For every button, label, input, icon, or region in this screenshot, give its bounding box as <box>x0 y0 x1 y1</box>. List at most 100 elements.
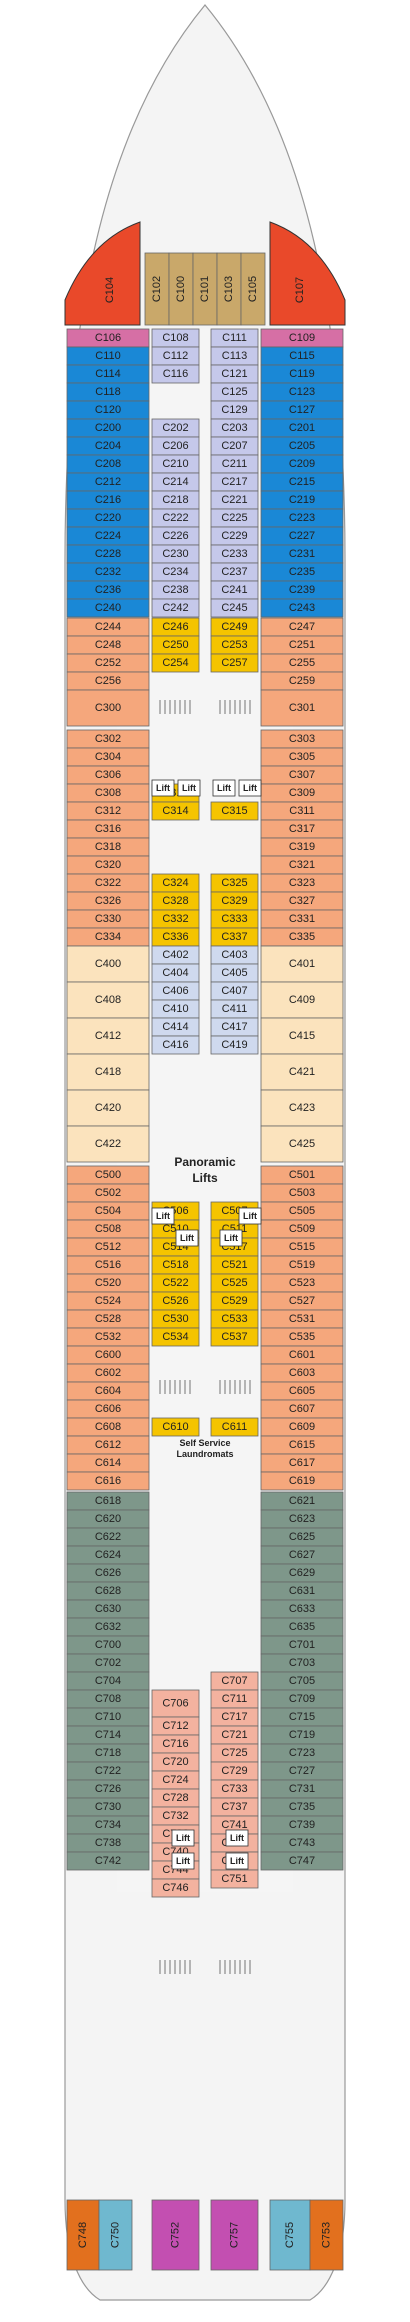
cabin[interactable]: C119 <box>260 364 344 384</box>
cabin[interactable]: C418 <box>66 1053 150 1091</box>
cabin[interactable]: C535 <box>260 1327 344 1347</box>
cabin[interactable]: C500 <box>66 1165 150 1185</box>
cabin[interactable]: C625 <box>260 1527 344 1547</box>
cabin[interactable]: C414 <box>151 1017 200 1037</box>
cabin[interactable]: C115 <box>260 346 344 366</box>
cabin[interactable]: C537 <box>210 1327 259 1347</box>
cabin[interactable]: C527 <box>260 1291 344 1311</box>
cabin[interactable]: C528 <box>66 1309 150 1329</box>
cabin[interactable]: C411 <box>210 999 259 1019</box>
cabin[interactable]: C108 <box>151 328 200 348</box>
cabin[interactable]: C618 <box>66 1491 150 1511</box>
cabin[interactable]: C741 <box>210 1815 259 1835</box>
cabin[interactable]: C255 <box>260 653 344 673</box>
cabin[interactable]: C234 <box>151 562 200 582</box>
lift[interactable]: Lift <box>171 1829 195 1847</box>
cabin[interactable]: C129 <box>210 400 259 420</box>
cabin[interactable]: C252 <box>66 653 150 673</box>
cabin[interactable]: C201 <box>260 418 344 438</box>
cabin[interactable]: C722 <box>66 1761 150 1781</box>
cabin[interactable]: C235 <box>260 562 344 582</box>
cabin[interactable]: C635 <box>260 1617 344 1637</box>
cabin[interactable]: C319 <box>260 837 344 857</box>
cabin[interactable]: C301 <box>260 689 344 727</box>
cabin[interactable]: C206 <box>151 436 200 456</box>
cabin[interactable]: C221 <box>210 490 259 510</box>
cabin[interactable]: C207 <box>210 436 259 456</box>
lift[interactable]: Lift <box>225 1829 249 1847</box>
cabin[interactable]: C522 <box>151 1273 200 1293</box>
cabin[interactable]: C227 <box>260 526 344 546</box>
cabin[interactable]: C633 <box>260 1599 344 1619</box>
cabin[interactable]: C403 <box>210 945 259 965</box>
cabin[interactable]: C512 <box>66 1237 150 1257</box>
cabin[interactable]: C409 <box>260 981 344 1019</box>
cabin[interactable]: C601 <box>260 1345 344 1365</box>
cabin[interactable]: C521 <box>210 1255 259 1275</box>
cabin[interactable]: C230 <box>151 544 200 564</box>
cabin[interactable]: C116 <box>151 364 200 384</box>
cabin[interactable]: C337 <box>210 927 259 947</box>
cabin[interactable]: C425 <box>260 1125 344 1163</box>
cabin[interactable]: C504 <box>66 1201 150 1221</box>
cabin[interactable]: C102 <box>144 252 170 326</box>
cabin[interactable]: C505 <box>260 1201 344 1221</box>
cabin[interactable]: C112 <box>151 346 200 366</box>
cabin[interactable]: C114 <box>66 364 150 384</box>
cabin[interactable]: C738 <box>66 1833 150 1853</box>
cabin[interactable]: C711 <box>210 1689 259 1709</box>
cabin[interactable]: C614 <box>66 1453 150 1473</box>
cabin[interactable]: C508 <box>66 1219 150 1239</box>
cabin[interactable]: C415 <box>260 1017 344 1055</box>
cabin[interactable]: C532 <box>66 1327 150 1347</box>
cabin[interactable]: C602 <box>66 1363 150 1383</box>
cabin[interactable]: C526 <box>151 1291 200 1311</box>
cabin[interactable]: C742 <box>66 1851 150 1871</box>
cabin[interactable]: C704 <box>66 1671 150 1691</box>
cabin[interactable]: C702 <box>66 1653 150 1673</box>
cabin[interactable]: C626 <box>66 1563 150 1583</box>
cabin[interactable]: C734 <box>66 1815 150 1835</box>
cabin[interactable]: C620 <box>66 1509 150 1529</box>
cabin[interactable]: C515 <box>260 1237 344 1257</box>
cabin[interactable]: C726 <box>66 1779 150 1799</box>
cabin[interactable]: C623 <box>260 1509 344 1529</box>
cabin[interactable]: C611 <box>210 1417 259 1437</box>
cabin-bow-starboard[interactable] <box>269 221 346 326</box>
cabin[interactable]: C400 <box>66 945 150 983</box>
cabin[interactable]: C422 <box>66 1125 150 1163</box>
lift[interactable]: Lift <box>219 1229 243 1247</box>
cabin[interactable]: C750 <box>98 2199 133 2271</box>
cabin[interactable]: C708 <box>66 1689 150 1709</box>
cabin[interactable]: C240 <box>66 598 150 618</box>
cabin[interactable]: C248 <box>66 635 150 655</box>
cabin[interactable]: C755 <box>269 2199 311 2271</box>
cabin[interactable]: C401 <box>260 945 344 983</box>
cabin[interactable]: C724 <box>151 1770 200 1790</box>
cabin[interactable]: C701 <box>260 1635 344 1655</box>
cabin[interactable]: C714 <box>66 1725 150 1745</box>
cabin[interactable]: C410 <box>151 999 200 1019</box>
cabin[interactable]: C631 <box>260 1581 344 1601</box>
cabin[interactable]: C320 <box>66 855 150 875</box>
cabin[interactable]: C404 <box>151 963 200 983</box>
cabin[interactable]: C751 <box>210 1869 259 1889</box>
cabin[interactable]: C244 <box>66 617 150 637</box>
cabin[interactable]: C204 <box>66 436 150 456</box>
cabin[interactable]: C228 <box>66 544 150 564</box>
cabin[interactable]: C509 <box>260 1219 344 1239</box>
cabin[interactable]: C524 <box>66 1291 150 1311</box>
cabin[interactable]: C737 <box>210 1797 259 1817</box>
cabin[interactable]: C617 <box>260 1453 344 1473</box>
cabin[interactable]: C628 <box>66 1581 150 1601</box>
cabin[interactable]: C622 <box>66 1527 150 1547</box>
cabin[interactable]: C233 <box>210 544 259 564</box>
cabin[interactable]: C531 <box>260 1309 344 1329</box>
cabin[interactable]: C237 <box>210 562 259 582</box>
cabin[interactable]: C520 <box>66 1273 150 1293</box>
cabin[interactable]: C123 <box>260 382 344 402</box>
cabin[interactable]: C217 <box>210 472 259 492</box>
cabin[interactable]: C534 <box>151 1327 200 1347</box>
cabin[interactable]: C305 <box>260 747 344 767</box>
cabin[interactable]: C332 <box>151 909 200 929</box>
